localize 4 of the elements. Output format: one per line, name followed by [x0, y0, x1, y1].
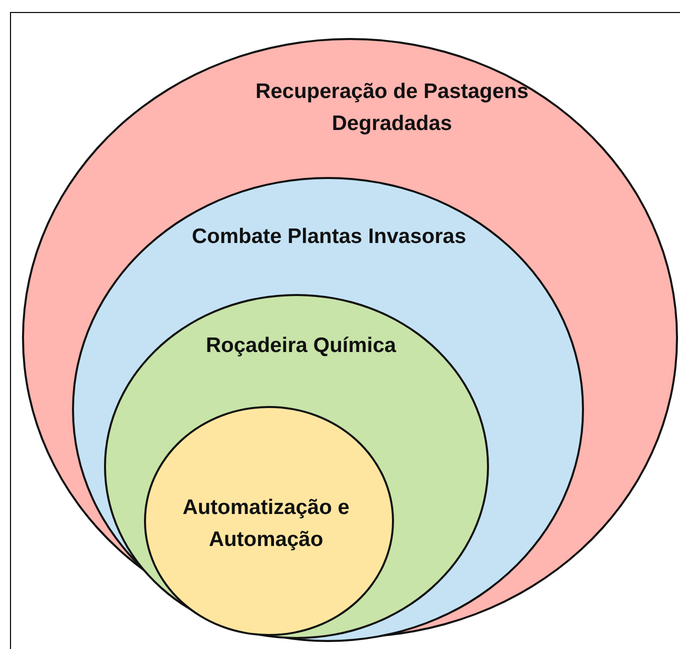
set-label: Automatização e Automação [182, 495, 350, 553]
set-label: Roçadeira Química [204, 333, 398, 359]
set-label: Recuperação de Pastagens Degradadas [254, 79, 530, 137]
set-label: Combate Plantas Invasoras [190, 224, 468, 250]
